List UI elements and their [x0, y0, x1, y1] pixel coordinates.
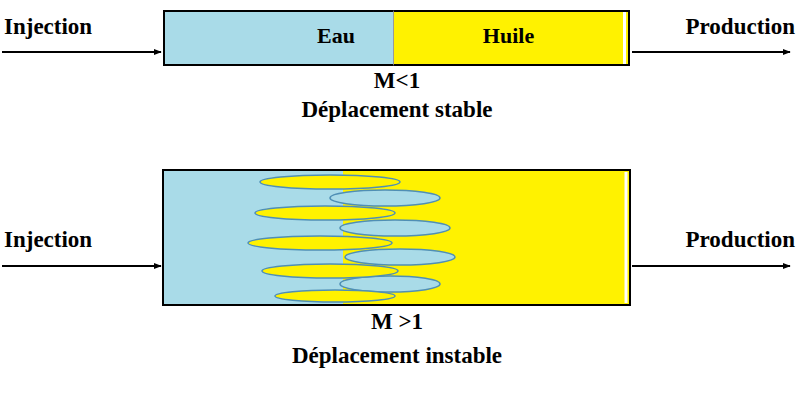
injection-arrow — [2, 51, 161, 53]
flow-label: Injection — [4, 227, 92, 252]
tube-end-line — [623, 12, 626, 64]
flow-label: Injection — [4, 14, 92, 39]
production-arrow — [632, 51, 790, 53]
region-label: Huile — [483, 24, 534, 48]
production-arrow — [632, 265, 790, 267]
mobility-ratio: M >1 — [371, 309, 423, 334]
region-label: Eau — [317, 24, 355, 48]
injection-arrow — [2, 265, 161, 267]
flow-label: Production — [686, 227, 795, 252]
unstable-tube — [163, 170, 630, 305]
caption-label: Déplacement stable — [302, 97, 493, 122]
flow-label: Production — [686, 14, 795, 39]
water-region: Eau — [163, 10, 393, 66]
oil-region: Huile — [393, 10, 630, 66]
mobility-ratio: M<1 — [374, 68, 420, 93]
caption-label: Déplacement instable — [292, 343, 502, 368]
